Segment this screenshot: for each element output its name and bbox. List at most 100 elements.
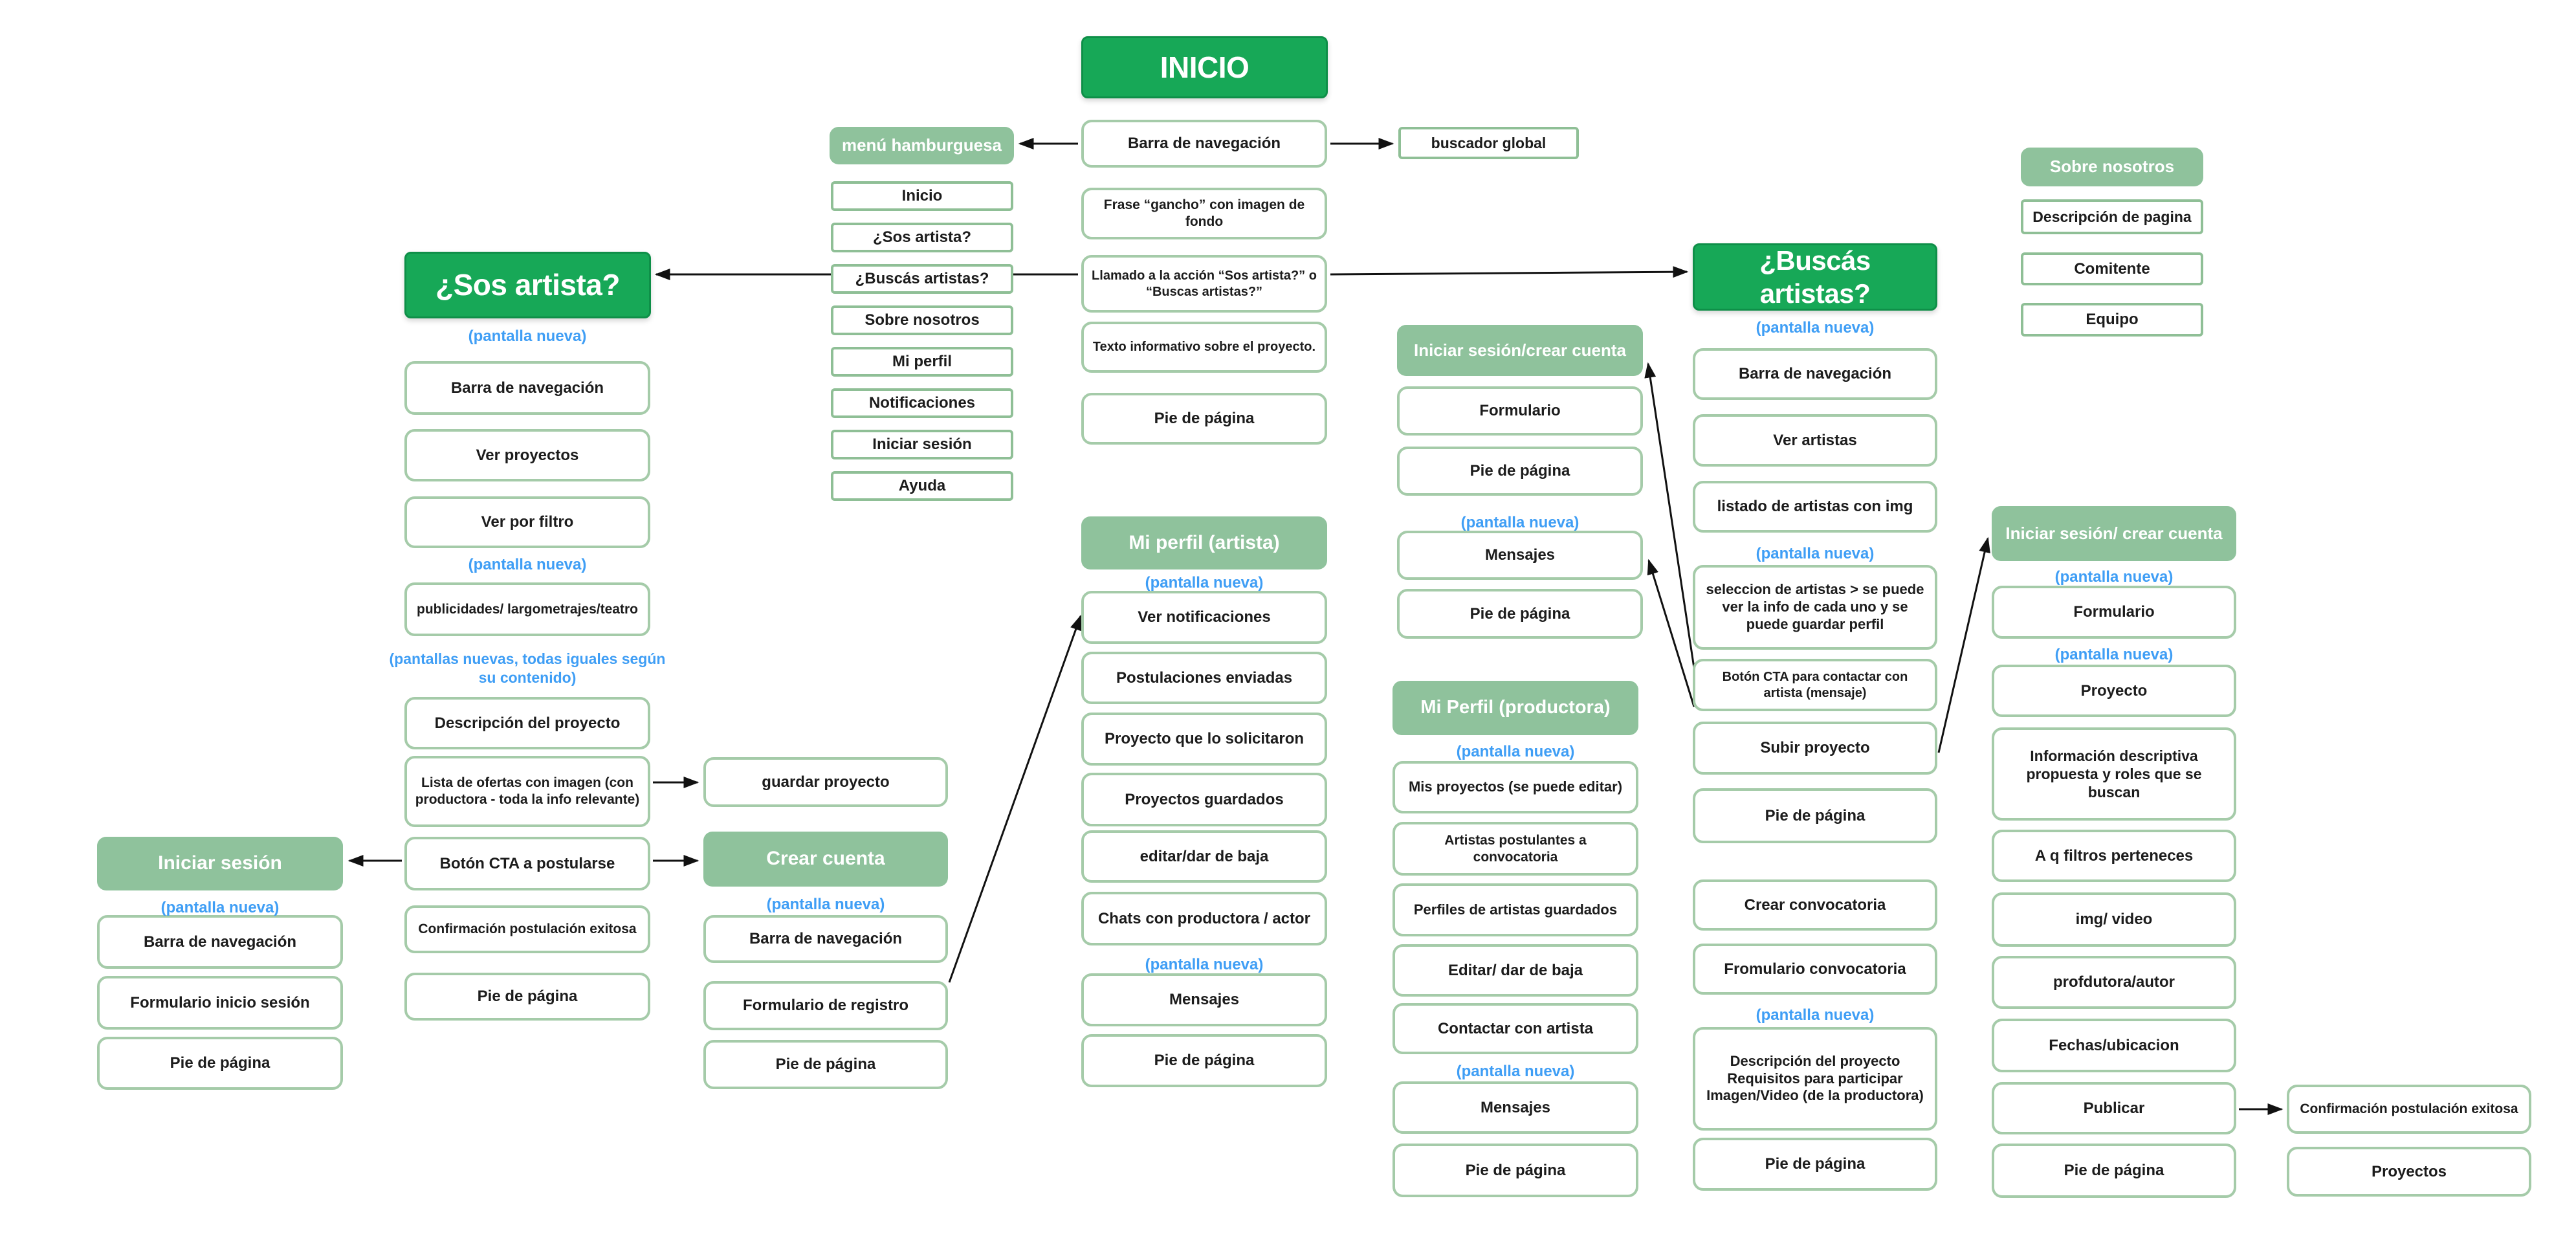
node-pie-pagina-mid-1: Pie de página — [1397, 447, 1643, 496]
note-sos-2: (pantalla nueva) — [468, 556, 587, 573]
node-pie-pagina-iniciar-sesion: Pie de página — [97, 1037, 343, 1090]
node-iniciar-crear-cuenta-right-header: Iniciar sesión/ crear cuenta — [1992, 506, 2236, 561]
node-guardar-proyecto: guardar proyecto — [703, 757, 948, 807]
node-menu-hamburguesa-header: menú hamburguesa — [830, 127, 1014, 164]
node-equipo: Equipo — [2021, 303, 2203, 337]
node-comitente: Comitente — [2021, 252, 2203, 285]
node-mi-perfil-artista-header: Mi perfil (artista) — [1081, 516, 1327, 569]
node-menu-item-sos-artista: ¿Sos artista? — [831, 223, 1013, 252]
node-frase-gancho: Frase “gancho” con imagen de fondo — [1081, 188, 1327, 239]
note-sos-3: (pantallas nuevas, todas iguales según s… — [389, 650, 666, 686]
node-sobre-nosotros-header: Sobre nosotros — [2021, 148, 2203, 186]
node-pie-pagina-crear-cuenta: Pie de página — [703, 1040, 948, 1089]
node-mi-perfil-productora-header: Mi Perfil (productora) — [1393, 681, 1638, 735]
node-crear-convocatoria: Crear convocatoria — [1693, 879, 1937, 931]
note-artista-2: (pantalla nueva) — [1145, 956, 1264, 973]
node-texto-informativo: Texto informativo sobre el proyecto. — [1081, 322, 1327, 373]
node-boton-cta-contactar: Botón CTA para contactar con artista (me… — [1693, 659, 1937, 711]
note-iniciar-left: (pantalla nueva) — [160, 899, 280, 916]
note-productora-2: (pantalla nueva) — [1456, 1063, 1575, 1080]
node-proyectos-right: Proyectos — [2287, 1147, 2531, 1197]
node-profdutora-autor: profdutora/autor — [1992, 956, 2236, 1009]
node-ver-artistas: Ver artistas — [1693, 414, 1937, 467]
note-right-1: (pantalla nueva) — [2054, 568, 2174, 586]
node-formulario-right: Formulario — [1992, 586, 2236, 639]
node-seleccion-artistas: seleccion de artistas > se puede ver la … — [1693, 565, 1937, 650]
node-proyectos-guardados: Proyectos guardados — [1081, 773, 1327, 826]
arrow-cta-contactar-to-mensajes — [1647, 558, 1695, 707]
note-buscas-1: (pantalla nueva) — [1756, 319, 1875, 337]
node-editar-dar-de-baja-productora: Editar/ dar de baja — [1393, 944, 1638, 997]
arrow-subir-proyecto-to-right-header — [1937, 536, 1990, 753]
node-a-q-filtros-perteneces: A q filtros perteneces — [1992, 830, 2236, 882]
node-boton-cta-postularse: Botón CTA a postularse — [404, 837, 650, 890]
node-listado-artistas-img: listado de artistas con img — [1693, 481, 1937, 533]
node-pie-pagina-artista: Pie de página — [1081, 1034, 1327, 1087]
node-menu-item-notificaciones: Notificaciones — [831, 388, 1013, 418]
node-mensajes-productora: Mensajes — [1393, 1081, 1638, 1134]
node-formulario-inicio-sesion: Formulario inicio sesión — [97, 976, 343, 1030]
node-barra-navegacion-buscas: Barra de navegación — [1693, 348, 1937, 400]
note-productora-1: (pantalla nueva) — [1456, 743, 1575, 760]
node-ver-por-filtro: Ver por filtro — [404, 496, 650, 548]
node-publicar: Publicar — [1992, 1082, 2236, 1134]
node-perfiles-artistas-guardados: Perfiles de artistas guardados — [1393, 883, 1638, 936]
node-pie-pagina-productora: Pie de página — [1393, 1144, 1638, 1197]
node-menu-item-mi-perfil: Mi perfil — [831, 347, 1013, 377]
node-artistas-postulantes: Artistas postulantes a convocatoria — [1393, 822, 1638, 876]
node-subir-proyecto: Subir proyecto — [1693, 722, 1937, 775]
node-ver-notificaciones: Ver notificaciones — [1081, 591, 1327, 644]
node-proyecto-que-lo-solicitaron: Proyecto que lo solicitaron — [1081, 713, 1327, 766]
node-menu-item-sobre-nosotros: Sobre nosotros — [831, 305, 1013, 335]
node-mis-proyectos: Mis proyectos (se puede editar) — [1393, 761, 1638, 813]
note-crear-cuenta: (pantalla nueva) — [766, 896, 885, 913]
node-iniciar-sesion-left-header: Iniciar sesión — [97, 837, 343, 890]
arrow-llamado-to-buscas-artistas — [1330, 266, 1689, 278]
note-buscas-2: (pantalla nueva) — [1756, 545, 1875, 562]
node-buscador-global: buscador global — [1398, 127, 1579, 159]
node-chats-con-productora-actor: Chats con productora / actor — [1081, 892, 1327, 945]
node-publicidades-largometrajes-teatro: publicidades/ largometrajes/teatro — [404, 582, 650, 636]
node-fechas-ubicacion: Fechas/ubicacion — [1992, 1019, 2236, 1072]
node-editar-dar-de-baja-artista: editar/dar de baja — [1081, 830, 1327, 883]
node-fromulario-convocatoria: Fromulario convocatoria — [1693, 944, 1937, 995]
note-sos-1: (pantalla nueva) — [468, 327, 587, 345]
node-postulaciones-enviadas: Postulaciones enviadas — [1081, 652, 1327, 704]
node-img-video: img/ video — [1992, 892, 2236, 947]
node-iniciar-crear-cuenta-mid-header: Iniciar sesión/crear cuenta — [1397, 325, 1643, 376]
node-inicio-header: INICIO — [1081, 36, 1328, 98]
node-sos-artista-header: ¿Sos artista? — [404, 252, 651, 318]
node-confirmacion-postulacion-right: Confirmación postulación exitosa — [2287, 1085, 2531, 1134]
node-descripcion-proyecto-sos: Descripción del proyecto — [404, 697, 650, 749]
node-buscas-artistas-header: ¿Buscás artistas? — [1693, 243, 1937, 311]
node-contactar-con-artista: Contactar con artista — [1393, 1003, 1638, 1054]
node-barra-navegacion-crear-cuenta: Barra de navegación — [703, 915, 948, 963]
node-descripcion-de-pagina: Descripción de pagina — [2021, 199, 2203, 234]
node-menu-item-ayuda: Ayuda — [831, 471, 1013, 501]
node-mensajes-artista: Mensajes — [1081, 973, 1327, 1026]
node-lista-ofertas: Lista de ofertas con imagen (con product… — [404, 756, 650, 827]
node-llamado-accion: Llamado a la acción “Sos artista?” o “Bu… — [1081, 255, 1327, 313]
note-artista-1: (pantalla nueva) — [1145, 574, 1264, 591]
node-proyecto-right: Proyecto — [1992, 665, 2236, 717]
node-pie-pagina-inicio: Pie de página — [1081, 393, 1327, 445]
node-pie-pagina-mid-2: Pie de página — [1397, 589, 1643, 639]
note-buscas-3: (pantalla nueva) — [1756, 1006, 1875, 1024]
node-mensajes-mid: Mensajes — [1397, 531, 1643, 580]
node-barra-navegacion-sos: Barra de navegación — [404, 361, 650, 415]
node-ver-proyectos: Ver proyectos — [404, 429, 650, 481]
node-informacion-descriptiva: Información descriptiva propuesta y role… — [1992, 727, 2236, 821]
node-pie-pagina-right: Pie de página — [1992, 1144, 2236, 1198]
node-formulario-registro: Formulario de registro — [703, 981, 948, 1030]
note-mid: (pantalla nueva) — [1460, 514, 1580, 531]
node-menu-item-inicio: Inicio — [831, 181, 1013, 211]
node-pie-pagina-buscas-2: Pie de página — [1693, 1138, 1937, 1191]
node-barra-navegacion-iniciar-sesion: Barra de navegación — [97, 915, 343, 969]
node-crear-cuenta-header: Crear cuenta — [703, 832, 948, 887]
node-pie-pagina-sos: Pie de página — [404, 973, 650, 1021]
node-menu-item-iniciar-sesion: Iniciar sesión — [831, 430, 1013, 459]
node-confirmacion-postulacion-sos: Confirmación postulación exitosa — [404, 905, 650, 953]
arrow-cta-contactar-to-mid-header — [1644, 362, 1695, 669]
node-formulario-mid: Formulario — [1397, 386, 1643, 436]
